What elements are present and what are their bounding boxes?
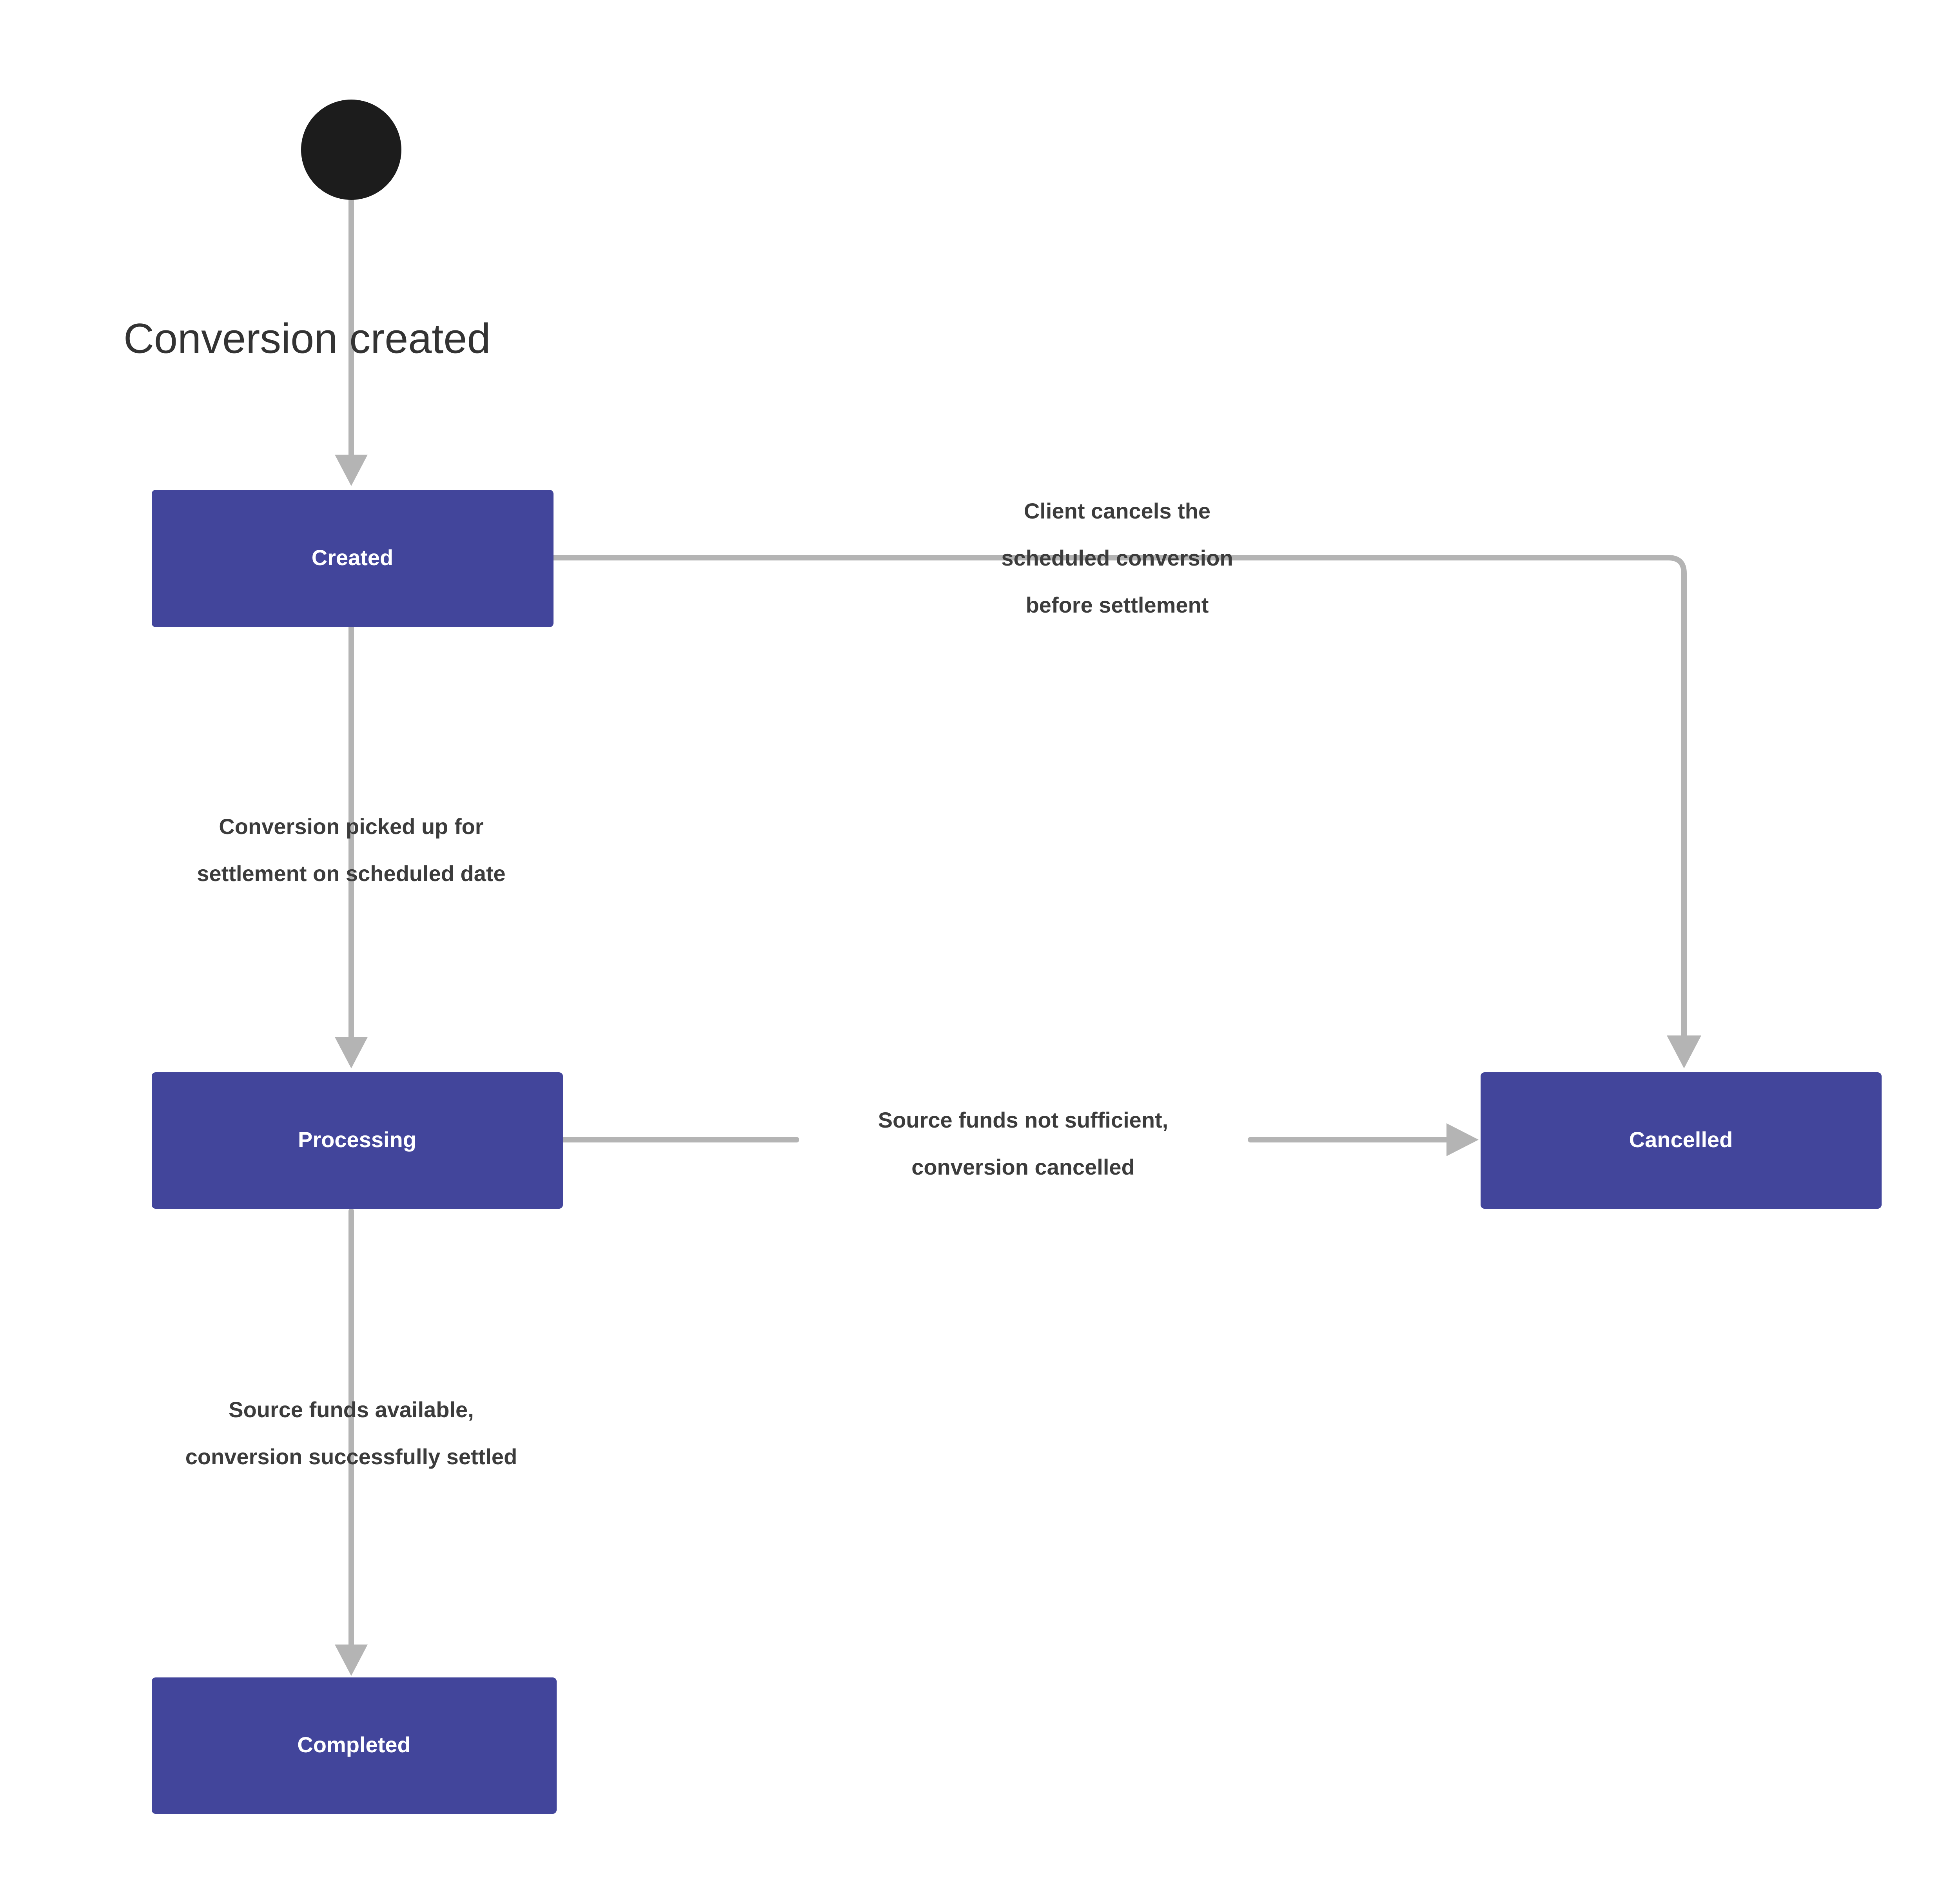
edge-label-line: Client cancels the <box>1024 499 1210 523</box>
edge-label-processing-to-completed: Source funds available, conversion succe… <box>185 1397 517 1469</box>
edge-label-line: before settlement <box>1026 593 1209 617</box>
edge-label-line: scheduled conversion <box>1001 546 1233 570</box>
state-label-cancelled: Cancelled <box>1629 1127 1733 1152</box>
edge-label-line: Source funds not sufficient, <box>878 1108 1168 1132</box>
edge-label-line: conversion cancelled <box>911 1155 1135 1179</box>
arrowhead-created-processing <box>335 1037 368 1068</box>
arrowhead-processing-completed <box>335 1645 368 1676</box>
initial-state-node <box>301 100 401 200</box>
edge-label-line: conversion successfully settled <box>185 1444 517 1469</box>
state-label-processing: Processing <box>298 1127 416 1152</box>
transition-processing-to-completed <box>335 1208 368 1676</box>
transition-start-to-created <box>335 198 368 486</box>
arrowhead-processing-cancelled <box>1446 1123 1479 1156</box>
initial-state-caption: Conversion created <box>123 315 491 362</box>
edge-label-created-to-processing: Conversion picked up for settlement on s… <box>197 814 505 886</box>
state-box-cancelled[interactable] <box>1481 1072 1882 1209</box>
transition-created-to-processing <box>335 625 368 1068</box>
state-box-created[interactable] <box>152 490 554 627</box>
arrowhead-created-cancelled <box>1667 1035 1701 1068</box>
state-label-completed: Completed <box>297 1732 410 1757</box>
edge-label-created-to-cancelled: Client cancels the scheduled conversion … <box>1001 499 1233 617</box>
transition-processing-to-cancelled <box>560 1123 1479 1156</box>
edge-line-created-cancelled <box>551 555 1687 1045</box>
edge-label-line: settlement on scheduled date <box>197 861 505 886</box>
transition-created-to-cancelled <box>551 555 1701 1068</box>
state-box-processing[interactable] <box>152 1072 563 1209</box>
arrowhead-start-created <box>335 455 368 486</box>
edge-label-line: Source funds available, <box>229 1397 474 1422</box>
edge-label-processing-to-cancelled: Source funds not sufficient, conversion … <box>878 1108 1168 1179</box>
state-label-created: Created <box>312 545 394 570</box>
edge-label-line: Conversion picked up for <box>219 814 483 839</box>
state-box-completed[interactable] <box>152 1677 557 1814</box>
